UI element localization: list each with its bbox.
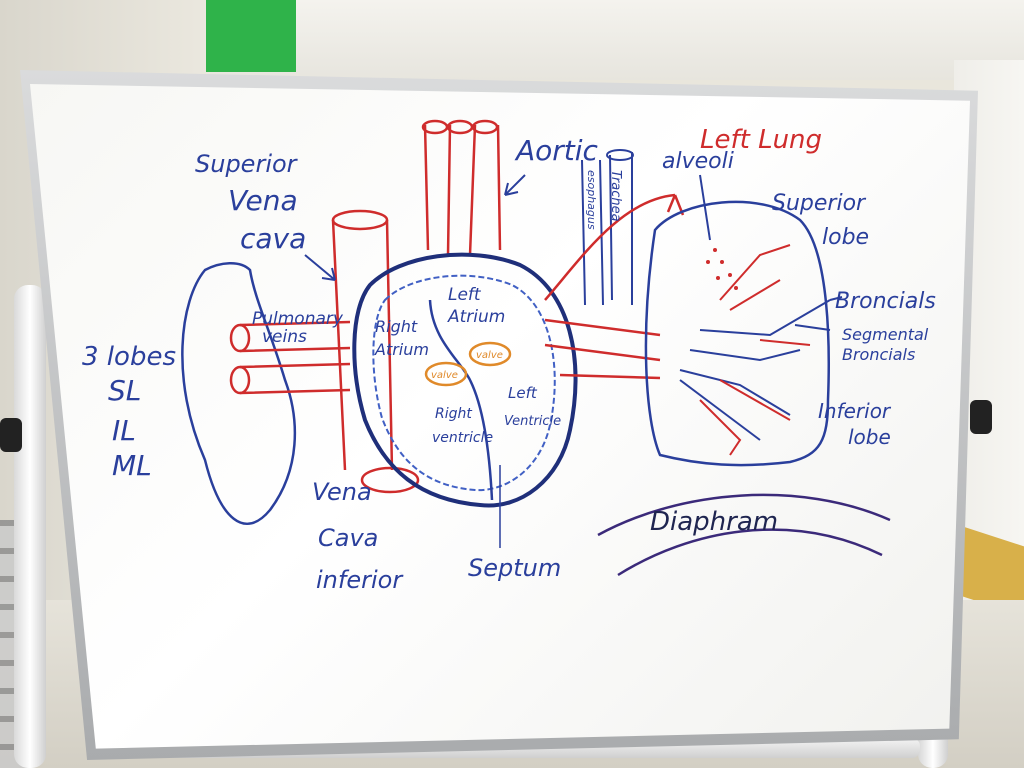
bronchial-branches [679,244,831,456]
label-valve-tricuspid: valve [431,370,458,381]
label-left-lung: Left Lung [700,125,822,155]
label-lobe-ml: ML [112,449,152,482]
label-segmental: Segmental [842,325,929,344]
label-superior-lobe-line1: Superior [772,191,867,216]
label-vena: Vena [228,184,298,217]
stand-right-knob[interactable] [970,400,992,434]
label-superior-lobe-line2: lobe [822,225,869,250]
green-wall-panel [206,0,296,72]
label-esophagus: esophagus [585,170,598,230]
label-vena-cava-inferior-2: Cava [318,524,378,552]
label-septum: Septum [468,554,561,582]
label-cava: cava [240,222,306,255]
left-lung-outline [644,200,830,467]
label-right-ventricle-2: ventricle [432,430,493,446]
label-right-ventricle-1: Right [435,406,472,422]
label-left-ventricle-2: Ventricle [504,414,561,429]
right-lung-outline [181,262,297,525]
label-valve-mitral: valve [476,350,503,361]
trachea-esophagus-tubes [581,149,634,306]
label-inferior-lobe-line1: Inferior [818,399,892,423]
label-alveoli: alveoli [662,149,734,174]
label-vena-cava-inferior-1: Vena [312,478,372,506]
label-left-atrium-1: Left [448,285,482,305]
label-right-atrium-1: Right [375,317,418,336]
label-right-atrium-2: Atrium [374,340,429,359]
label-left-atrium-2: Atrium [447,307,505,327]
tricuspid-valve-outline [424,361,468,387]
label-vena-cava-inferior-3: inferior [316,566,404,594]
label-lobe-il: IL [112,414,136,447]
label-pulmonary: Pulmonary [252,309,344,329]
label-lobe-sl: SL [108,374,141,407]
label-superior: Superior [195,150,299,178]
label-veins: veins [262,327,307,347]
label-inferior-lobe-line2: lobe [848,425,891,449]
stand-left-knob[interactable] [0,418,22,452]
label-lobes-title: 3 lobes [82,342,176,372]
heart-outline [352,252,578,508]
heart-septum-line [428,299,494,501]
pulmonary-arteries-to-lung [544,193,685,380]
label-aortic: Aortic [514,134,599,167]
pulmonary-veins [229,320,351,395]
label-diaphragm: Diaphram [650,507,778,537]
mitral-valve-outline [468,341,512,367]
stand-left-post [14,285,46,768]
label-broncials: Broncials [835,289,936,314]
heart-inner-outline [372,274,556,492]
diaphragm-curves [597,493,891,577]
label-trachea: Trachea [608,170,623,222]
annotation-arrows [304,174,843,331]
label-segmental-broncials: Broncials [842,345,915,364]
label-left-ventricle-1: Left [508,384,538,402]
alveoli-dots [706,248,738,290]
aorta-vessels [421,119,502,256]
superior-vena-cava-tube [331,209,420,494]
